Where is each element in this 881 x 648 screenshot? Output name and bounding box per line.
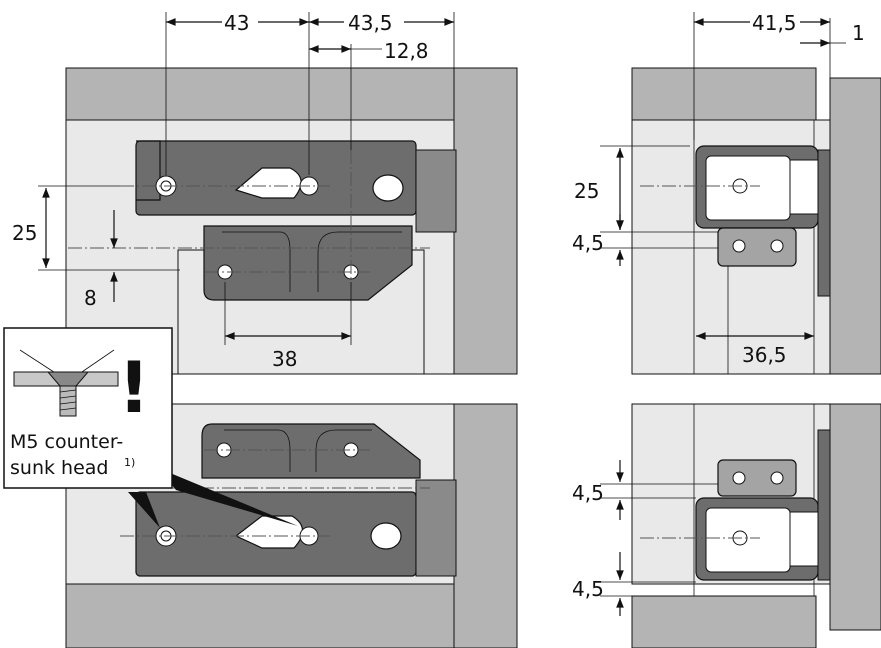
dim-8: 8 bbox=[84, 286, 97, 310]
dim-41-5: 41,5 bbox=[752, 11, 797, 35]
dim-43-5: 43,5 bbox=[348, 11, 393, 35]
cabinet-side-panel bbox=[453, 67, 518, 375]
rail-end-block bbox=[415, 149, 457, 233]
screw-hole bbox=[770, 471, 784, 485]
front-panel bbox=[829, 77, 881, 375]
bottom-right-view: 4,5 4,5 bbox=[572, 403, 881, 648]
cabinet-bottom-panel bbox=[65, 583, 455, 648]
countersunk-screw-icon bbox=[13, 349, 119, 417]
exclamation-icon: ! bbox=[118, 347, 150, 429]
dim-12-8: 12,8 bbox=[384, 39, 429, 63]
dim-4-5: 4,5 bbox=[572, 231, 604, 255]
callout-pointer bbox=[158, 468, 298, 526]
dim-4-5: 4,5 bbox=[572, 577, 604, 601]
screw-hole bbox=[732, 471, 746, 485]
keyhole bbox=[370, 522, 402, 550]
callout-line-2: sunk head bbox=[10, 457, 108, 479]
dim-43: 43 bbox=[224, 11, 249, 35]
front-panel bbox=[829, 403, 881, 631]
coupling-plate bbox=[201, 423, 421, 479]
screw-callout: ! M5 counter- sunk head 1) bbox=[3, 327, 298, 528]
keyhole bbox=[372, 174, 404, 202]
callout-footnote: 1) bbox=[124, 456, 135, 469]
dim-25-left: 25 bbox=[12, 221, 37, 245]
dim-4-5: 4,5 bbox=[572, 481, 604, 505]
screw-hole bbox=[770, 239, 784, 253]
callout-box bbox=[3, 327, 173, 489]
callout-pointer bbox=[128, 492, 160, 528]
callout-line-1: M5 counter- bbox=[10, 431, 123, 453]
mounting-plate bbox=[717, 459, 797, 497]
dim-36-5: 36,5 bbox=[742, 343, 787, 367]
dim-25-right: 25 bbox=[574, 179, 599, 203]
dim-38: 38 bbox=[272, 347, 297, 371]
cabinet-bottom-panel bbox=[631, 595, 817, 648]
cabinet-side-panel bbox=[453, 403, 518, 648]
dim-1: 1 bbox=[852, 21, 865, 45]
adjust-slot bbox=[234, 167, 302, 199]
front-rail bbox=[817, 149, 831, 297]
screw-hole bbox=[732, 239, 746, 253]
rail-end-block bbox=[415, 479, 457, 577]
coupling-plate bbox=[203, 225, 413, 301]
top-right-view: 41,5 1 25 4,5 36,5 bbox=[572, 10, 881, 375]
cabinet-top-panel bbox=[631, 67, 817, 121]
mounting-plate bbox=[717, 227, 797, 267]
front-rail bbox=[817, 429, 831, 581]
top-left-view: 43 43,5 12,8 25 8 38 bbox=[12, 10, 518, 375]
cabinet-top-panel bbox=[65, 67, 455, 121]
